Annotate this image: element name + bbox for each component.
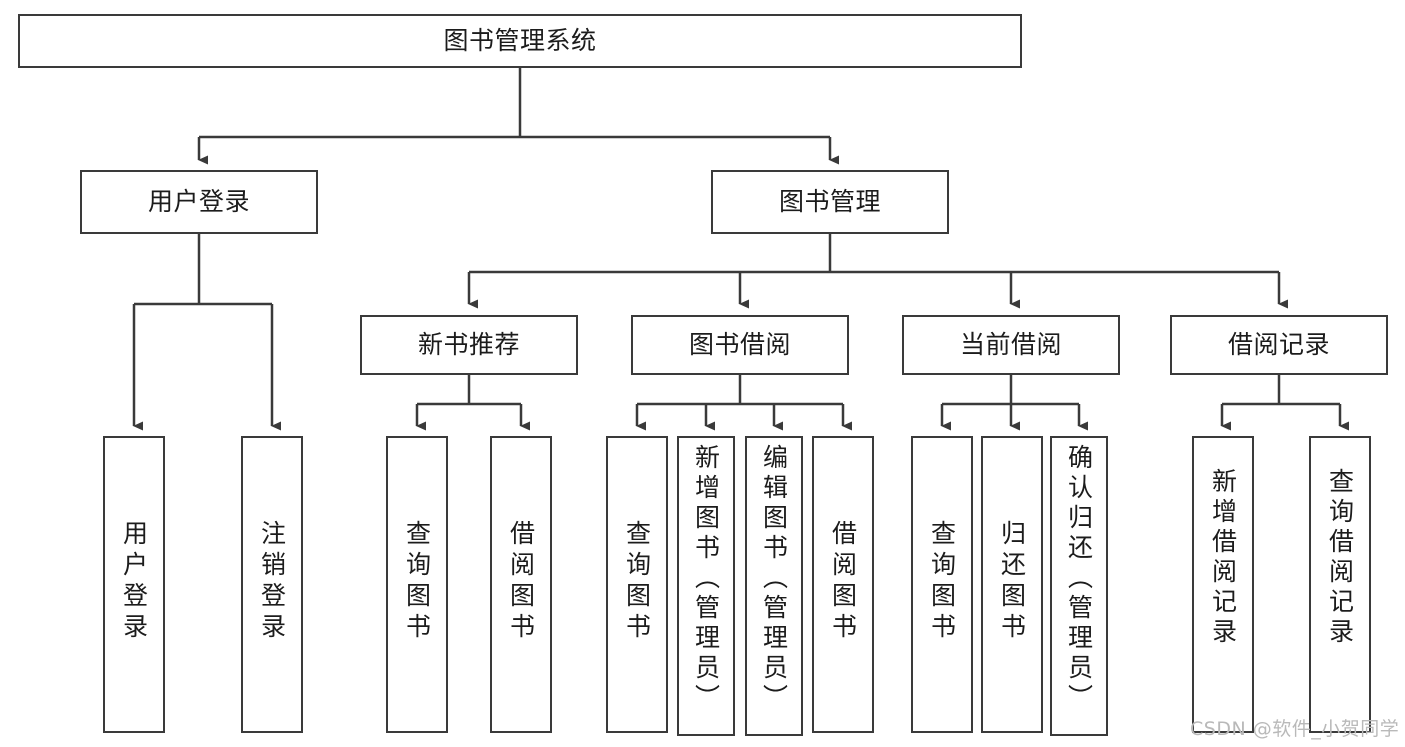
leaf-add-borrow-record[interactable]: 新增借阅记录	[1192, 436, 1254, 733]
leaf-borrow-book-recommend[interactable]: 借阅图书	[490, 436, 552, 733]
node-user-login-label: 用户登录	[147, 187, 250, 217]
node-new-book-recommend-label: 新书推荐	[417, 330, 520, 360]
leaf-query-borrow-record-label: 查询借阅记录	[1325, 468, 1355, 648]
leaf-user-login[interactable]: 用户登录	[103, 436, 165, 733]
node-current-borrow[interactable]: 当前借阅	[902, 315, 1120, 375]
node-book-borrow-label: 图书借阅	[688, 330, 791, 360]
node-root[interactable]: 图书管理系统	[18, 14, 1022, 68]
node-root-label: 图书管理系统	[443, 26, 597, 56]
node-borrow-record-label: 借阅记录	[1227, 330, 1330, 360]
leaf-borrow-book-borrow-label: 借阅图书	[828, 520, 858, 644]
leaf-confirm-return-admin-label: 确认归还（管理员）	[1064, 444, 1094, 714]
node-user-login[interactable]: 用户登录	[80, 170, 318, 234]
leaf-query-book-borrow-label: 查询图书	[622, 520, 652, 644]
leaf-query-book-current[interactable]: 查询图书	[911, 436, 973, 733]
leaf-add-book-admin-label: 新增图书（管理员）	[691, 444, 721, 714]
leaf-return-book-label: 归还图书	[997, 520, 1027, 644]
leaf-return-book[interactable]: 归还图书	[981, 436, 1043, 733]
leaf-borrow-book-recommend-label: 借阅图书	[506, 520, 536, 644]
node-borrow-record[interactable]: 借阅记录	[1170, 315, 1388, 375]
node-current-borrow-label: 当前借阅	[959, 330, 1062, 360]
leaf-logout-login-label: 注销登录	[257, 520, 287, 644]
node-book-borrow[interactable]: 图书借阅	[631, 315, 849, 375]
leaf-confirm-return-admin[interactable]: 确认归还（管理员）	[1050, 436, 1108, 736]
leaf-logout-login[interactable]: 注销登录	[241, 436, 303, 733]
node-book-management-label: 图书管理	[778, 187, 881, 217]
leaf-borrow-book-borrow[interactable]: 借阅图书	[812, 436, 874, 733]
csdn-watermark: CSDN @软件_小贺同学	[1190, 718, 1400, 740]
leaf-add-book-admin[interactable]: 新增图书（管理员）	[677, 436, 735, 736]
leaf-add-borrow-record-label: 新增借阅记录	[1208, 468, 1238, 648]
leaf-user-login-label: 用户登录	[119, 520, 149, 644]
leaf-query-book-current-label: 查询图书	[927, 520, 957, 644]
node-new-book-recommend[interactable]: 新书推荐	[360, 315, 578, 375]
leaf-query-book-recommend[interactable]: 查询图书	[386, 436, 448, 733]
leaf-query-borrow-record[interactable]: 查询借阅记录	[1309, 436, 1371, 733]
leaf-query-book-borrow[interactable]: 查询图书	[606, 436, 668, 733]
leaf-edit-book-admin-label: 编辑图书（管理员）	[759, 444, 789, 714]
node-book-management[interactable]: 图书管理	[711, 170, 949, 234]
leaf-query-book-recommend-label: 查询图书	[402, 520, 432, 644]
leaf-edit-book-admin[interactable]: 编辑图书（管理员）	[745, 436, 803, 736]
